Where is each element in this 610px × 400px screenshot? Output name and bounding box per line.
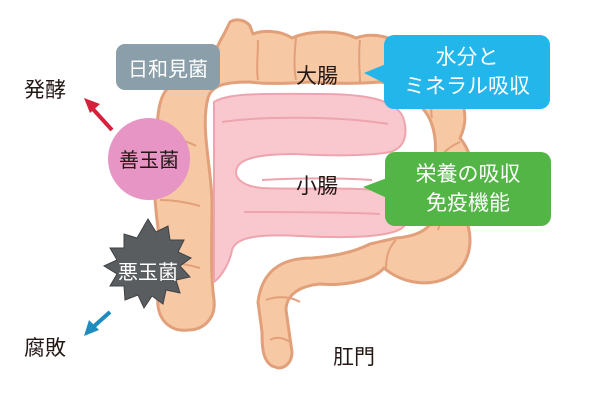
small-intestine-function-bubble: 栄養の吸収 免疫機能 bbox=[385, 152, 551, 226]
small-intestine-function-line-1: 栄養の吸収 bbox=[416, 160, 521, 189]
large-intestine-label: 大腸 bbox=[296, 66, 338, 87]
large-intestine-function-line-1: 水分と bbox=[436, 43, 499, 72]
putrefy-label: 腐敗 bbox=[24, 338, 66, 359]
small-intestine-function-line-2: 免疫機能 bbox=[426, 189, 510, 218]
small-intestine-label: 小腸 bbox=[296, 176, 338, 197]
ferment-label: 発酵 bbox=[24, 80, 66, 101]
large-intestine-function-bubble: 水分と ミネラル吸収 bbox=[384, 35, 550, 109]
anus-label: 肛門 bbox=[333, 347, 375, 368]
large-intestine-function-line-2: ミネラル吸収 bbox=[404, 72, 530, 101]
indigenous-bacteria-badge: 日和見菌 bbox=[116, 44, 220, 90]
arrow-up-icon bbox=[84, 98, 112, 130]
good-bacteria-label: 善玉菌 bbox=[118, 150, 180, 170]
bad-bacteria-label: 悪玉菌 bbox=[115, 262, 181, 282]
arrow-down-icon bbox=[84, 312, 110, 336]
